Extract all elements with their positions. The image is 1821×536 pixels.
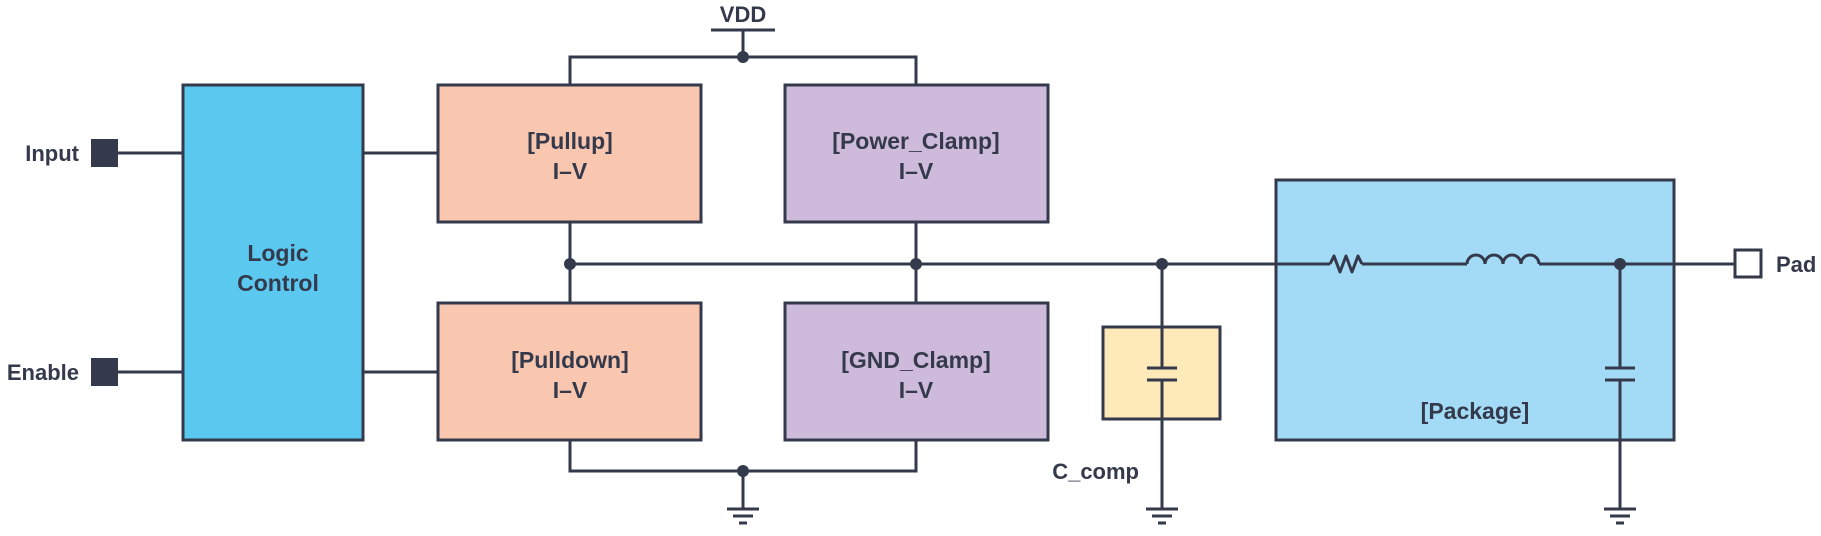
- resistor-icon: [1328, 254, 1364, 274]
- package-label: [Package]: [1421, 398, 1530, 424]
- pulldown-subtitle: I–V: [553, 377, 588, 403]
- logic-control-title: Logic: [247, 240, 309, 266]
- gnd-clamp-subtitle: I–V: [899, 377, 934, 403]
- power-clamp-subtitle: I–V: [899, 158, 934, 184]
- pad-label: Pad: [1776, 252, 1816, 277]
- ground-icon: [1146, 507, 1178, 525]
- pullup-title: [Pullup]: [527, 128, 613, 154]
- input-label: Input: [25, 141, 79, 166]
- gnd-clamp-title: [GND_Clamp]: [841, 347, 991, 373]
- capacitor-icon: [1605, 366, 1635, 382]
- inductor-icon: [1465, 253, 1541, 265]
- pulldown-block: [436, 301, 703, 442]
- junction-dot: [737, 465, 749, 477]
- package-block: [1274, 178, 1676, 442]
- junction-dot: [910, 258, 922, 270]
- junction-dot: [564, 258, 576, 270]
- ground-icon: [727, 507, 759, 525]
- junction-dot: [1156, 258, 1168, 270]
- junction-dots: [564, 51, 1626, 477]
- vdd-label: VDD: [720, 2, 766, 27]
- c-comp-label: C_comp: [1052, 459, 1139, 484]
- logic-control-block: [181, 83, 365, 442]
- pullup-block: [436, 83, 703, 224]
- junction-dot: [737, 51, 749, 63]
- input-terminal-icon: [91, 139, 118, 167]
- pullup-subtitle: I–V: [553, 158, 588, 184]
- pulldown-title: [Pulldown]: [511, 347, 629, 373]
- power-clamp-title: [Power_Clamp]: [832, 128, 999, 154]
- enable-label: Enable: [7, 360, 79, 385]
- pad-terminal-icon: [1733, 248, 1763, 279]
- enable-terminal-icon: [91, 358, 118, 386]
- capacitor-icon: [1147, 366, 1177, 382]
- logic-control-subtitle: Control: [237, 270, 319, 296]
- junction-dot: [1614, 258, 1626, 270]
- ground-icon: [1604, 507, 1636, 525]
